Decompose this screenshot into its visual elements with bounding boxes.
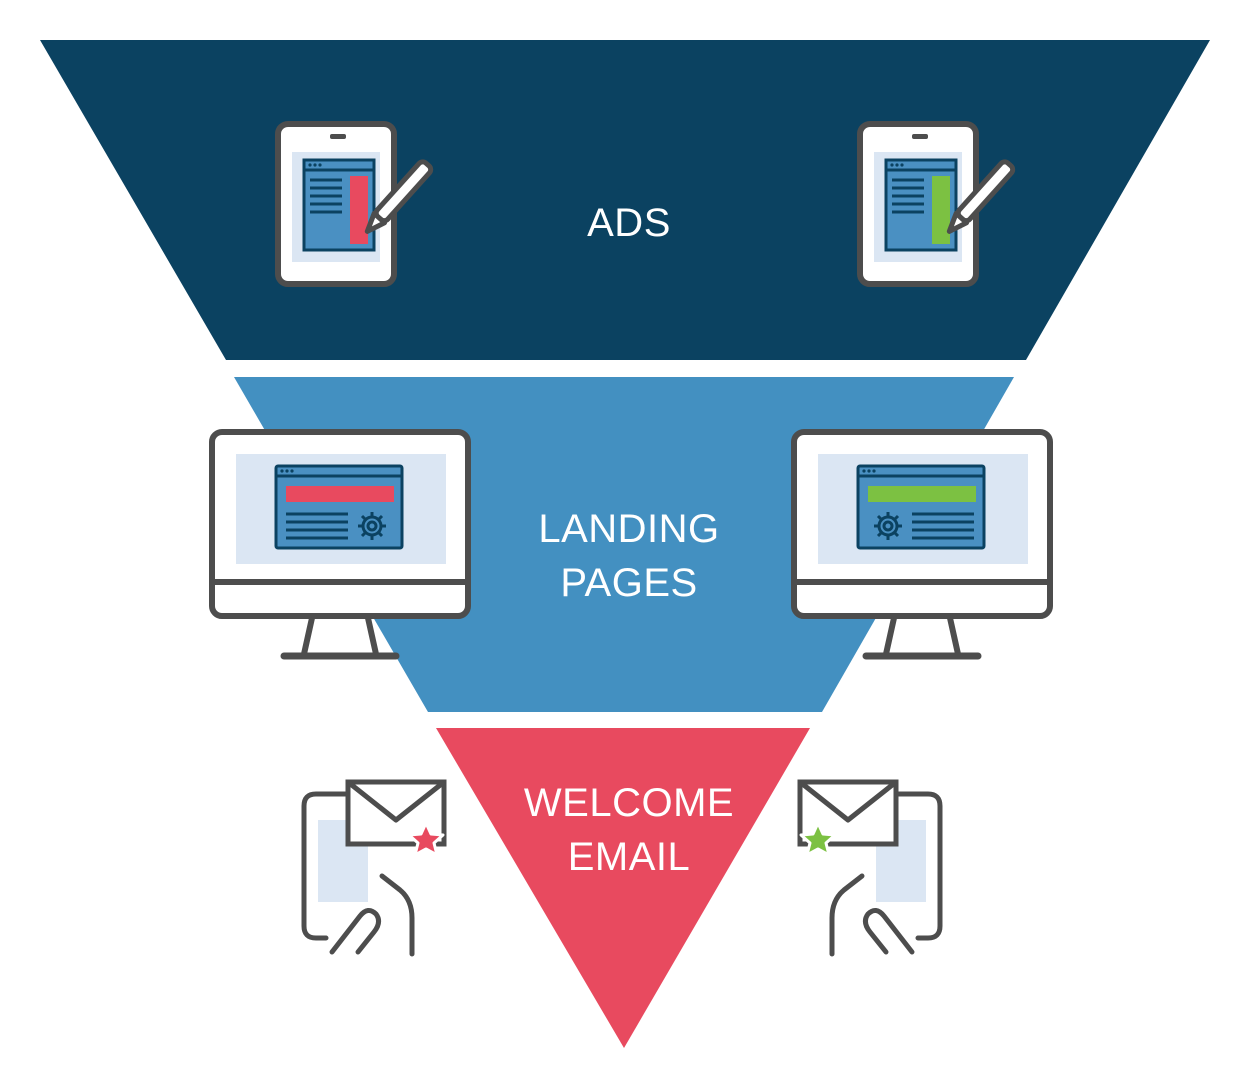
- stage-label-line: WELCOME: [523, 781, 735, 825]
- stage-label-line: PAGES: [560, 561, 698, 605]
- desktop-monitor-icon: [791, 429, 1053, 660]
- stage-label-line: ADS: [587, 201, 671, 245]
- tablet-pen-icon: [275, 121, 434, 287]
- stage-label-welcome-email: WELCOME EMAIL: [479, 776, 779, 884]
- phone-email-star-icon: [301, 779, 447, 957]
- funnel-tier-welcome-email: [436, 728, 810, 1048]
- phone-email-star-icon: [797, 779, 943, 957]
- stage-label-ads: ADS: [529, 196, 729, 250]
- stage-label-landing-pages: LANDING PAGES: [479, 502, 779, 610]
- stage-label-line: EMAIL: [567, 835, 691, 879]
- stage-label-line: LANDING: [538, 507, 720, 551]
- desktop-monitor-icon: [209, 429, 471, 660]
- tablet-pen-icon: [857, 121, 1016, 287]
